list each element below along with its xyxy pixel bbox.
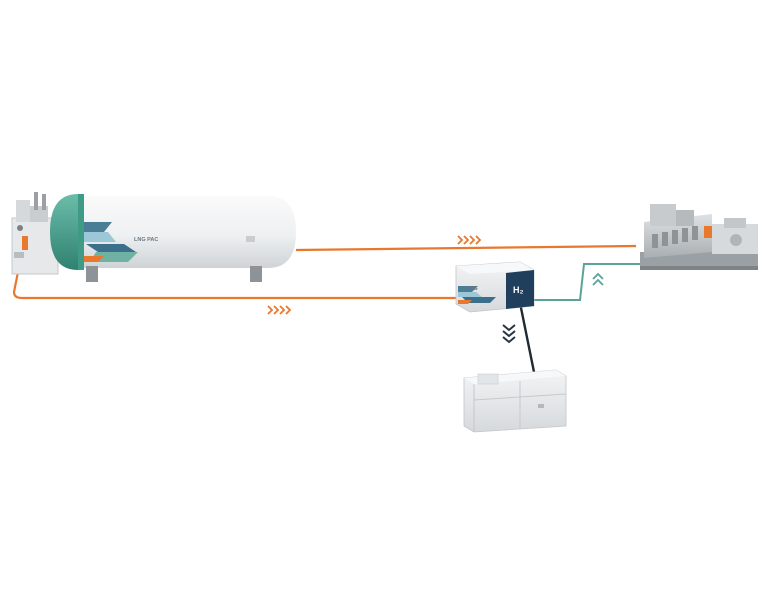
- tank-badge: [246, 236, 255, 242]
- reformer-icon: LNG H₂: [455, 261, 535, 313]
- flow-arrows-co2-icon: [502, 324, 516, 344]
- tank-leg: [250, 266, 262, 282]
- tank-label: LNG PAC: [134, 237, 158, 243]
- flow-arrows-lower-icon: [267, 305, 292, 315]
- reformer-h2-label: H₂: [513, 285, 524, 295]
- reformer-lng-label: LNG: [466, 286, 478, 292]
- storage-container-icon: [463, 369, 567, 433]
- engine-icon: [640, 204, 758, 270]
- hydrogen-line: [532, 263, 650, 301]
- tank-leg: [86, 266, 98, 282]
- lng-tank-icon: LNG PAC: [11, 192, 296, 282]
- flow-arrows-hydrogen-icon: [592, 272, 604, 286]
- flow-arrows-upper-icon: [457, 235, 482, 245]
- lng-supply-line: [12, 244, 637, 300]
- reformer-h2-panel: [506, 270, 534, 309]
- tank-decal: [84, 222, 138, 262]
